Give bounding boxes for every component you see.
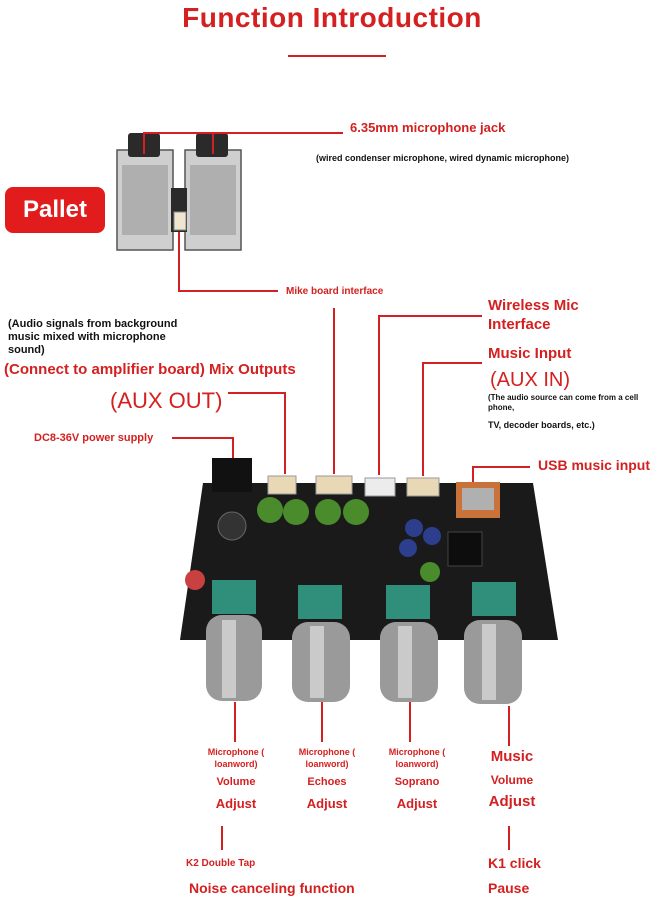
leader-line — [234, 702, 236, 742]
k1-function: Pause — [488, 880, 530, 896]
knob-label-line: Microphone ( — [388, 747, 446, 757]
title-underline — [288, 55, 386, 57]
mike-board-label: Mike board interface — [286, 286, 384, 297]
leader-line — [321, 702, 323, 742]
knob-label-line: loanword) — [305, 759, 349, 769]
k2-label: K2 Double Tap — [186, 858, 256, 869]
leader-line — [333, 308, 335, 474]
music-input-label: Music Input — [488, 345, 572, 362]
knob-label-line: Adjust — [215, 796, 257, 811]
leader-line — [228, 392, 286, 394]
leader-line — [409, 702, 411, 742]
leader-line — [178, 232, 180, 292]
knob-label-mic-echoes: Microphone ( loanword) Echoes Adjust — [287, 746, 367, 811]
aux-in-label: (AUX IN) — [490, 369, 570, 391]
mix-outputs-label: (Connect to amplifier board) Mix Outputs — [4, 361, 296, 378]
knob-label-line: Volume — [490, 773, 534, 787]
music-input-note: (The audio source can come from a cell p… — [488, 393, 639, 412]
knob-label-line: Microphone ( — [207, 747, 265, 757]
knob-label-line: Adjust — [396, 796, 438, 811]
knob-label-line: loanword) — [395, 759, 439, 769]
usb-label: USB music input — [538, 457, 651, 473]
leader-line — [212, 132, 214, 154]
leader-line — [232, 437, 234, 469]
mix-outputs-note: (Audio signals from background music mix… — [8, 318, 178, 356]
leader-line — [472, 466, 474, 482]
leader-line — [508, 826, 510, 850]
page-title: Function Introduction — [182, 2, 482, 33]
knob-label-line: Adjust — [488, 793, 536, 810]
music-input-note-2: TV, decoder boards, etc.) — [488, 420, 595, 430]
leader-line — [284, 392, 286, 474]
power-label: DC8-36V power supply — [34, 432, 154, 444]
wireless-mic-label: Wireless Mic Interface — [488, 297, 579, 333]
knob-label-line: Soprano — [394, 776, 440, 788]
leader-line — [422, 362, 482, 364]
leader-line — [221, 826, 223, 850]
knob-label-line: loanword) — [214, 759, 258, 769]
leader-line — [143, 132, 343, 134]
knob-label-mic-volume: Microphone ( loanword) Volume Adjust — [196, 746, 276, 811]
knob-label-music-volume: Music Volume Adjust — [472, 748, 552, 810]
knob-label-line: Microphone ( — [298, 747, 356, 757]
leader-line — [172, 437, 234, 439]
k2-function: Noise canceling function — [189, 880, 355, 896]
k1-label: K1 click — [488, 855, 541, 871]
leader-line — [178, 290, 278, 292]
leader-line — [143, 132, 145, 154]
mic-jack-label: 6.35mm microphone jack — [350, 120, 506, 135]
leader-line — [508, 706, 510, 746]
knob-label-line: Echoes — [307, 776, 347, 788]
mic-jack-subtitle: (wired condenser microphone, wired dynam… — [316, 153, 570, 163]
aux-out-label: (AUX OUT) — [110, 388, 223, 413]
leader-line — [422, 362, 424, 476]
pallet-badge: Pallet — [5, 187, 105, 233]
knob-label-mic-soprano: Microphone ( loanword) Soprano Adjust — [377, 746, 457, 811]
knob-label-line: Volume — [216, 776, 256, 788]
leader-line — [378, 315, 482, 317]
knob-label-line: Music — [490, 748, 534, 765]
leader-line — [378, 315, 380, 475]
knob-label-line: Adjust — [306, 796, 348, 811]
leader-line — [472, 466, 530, 468]
